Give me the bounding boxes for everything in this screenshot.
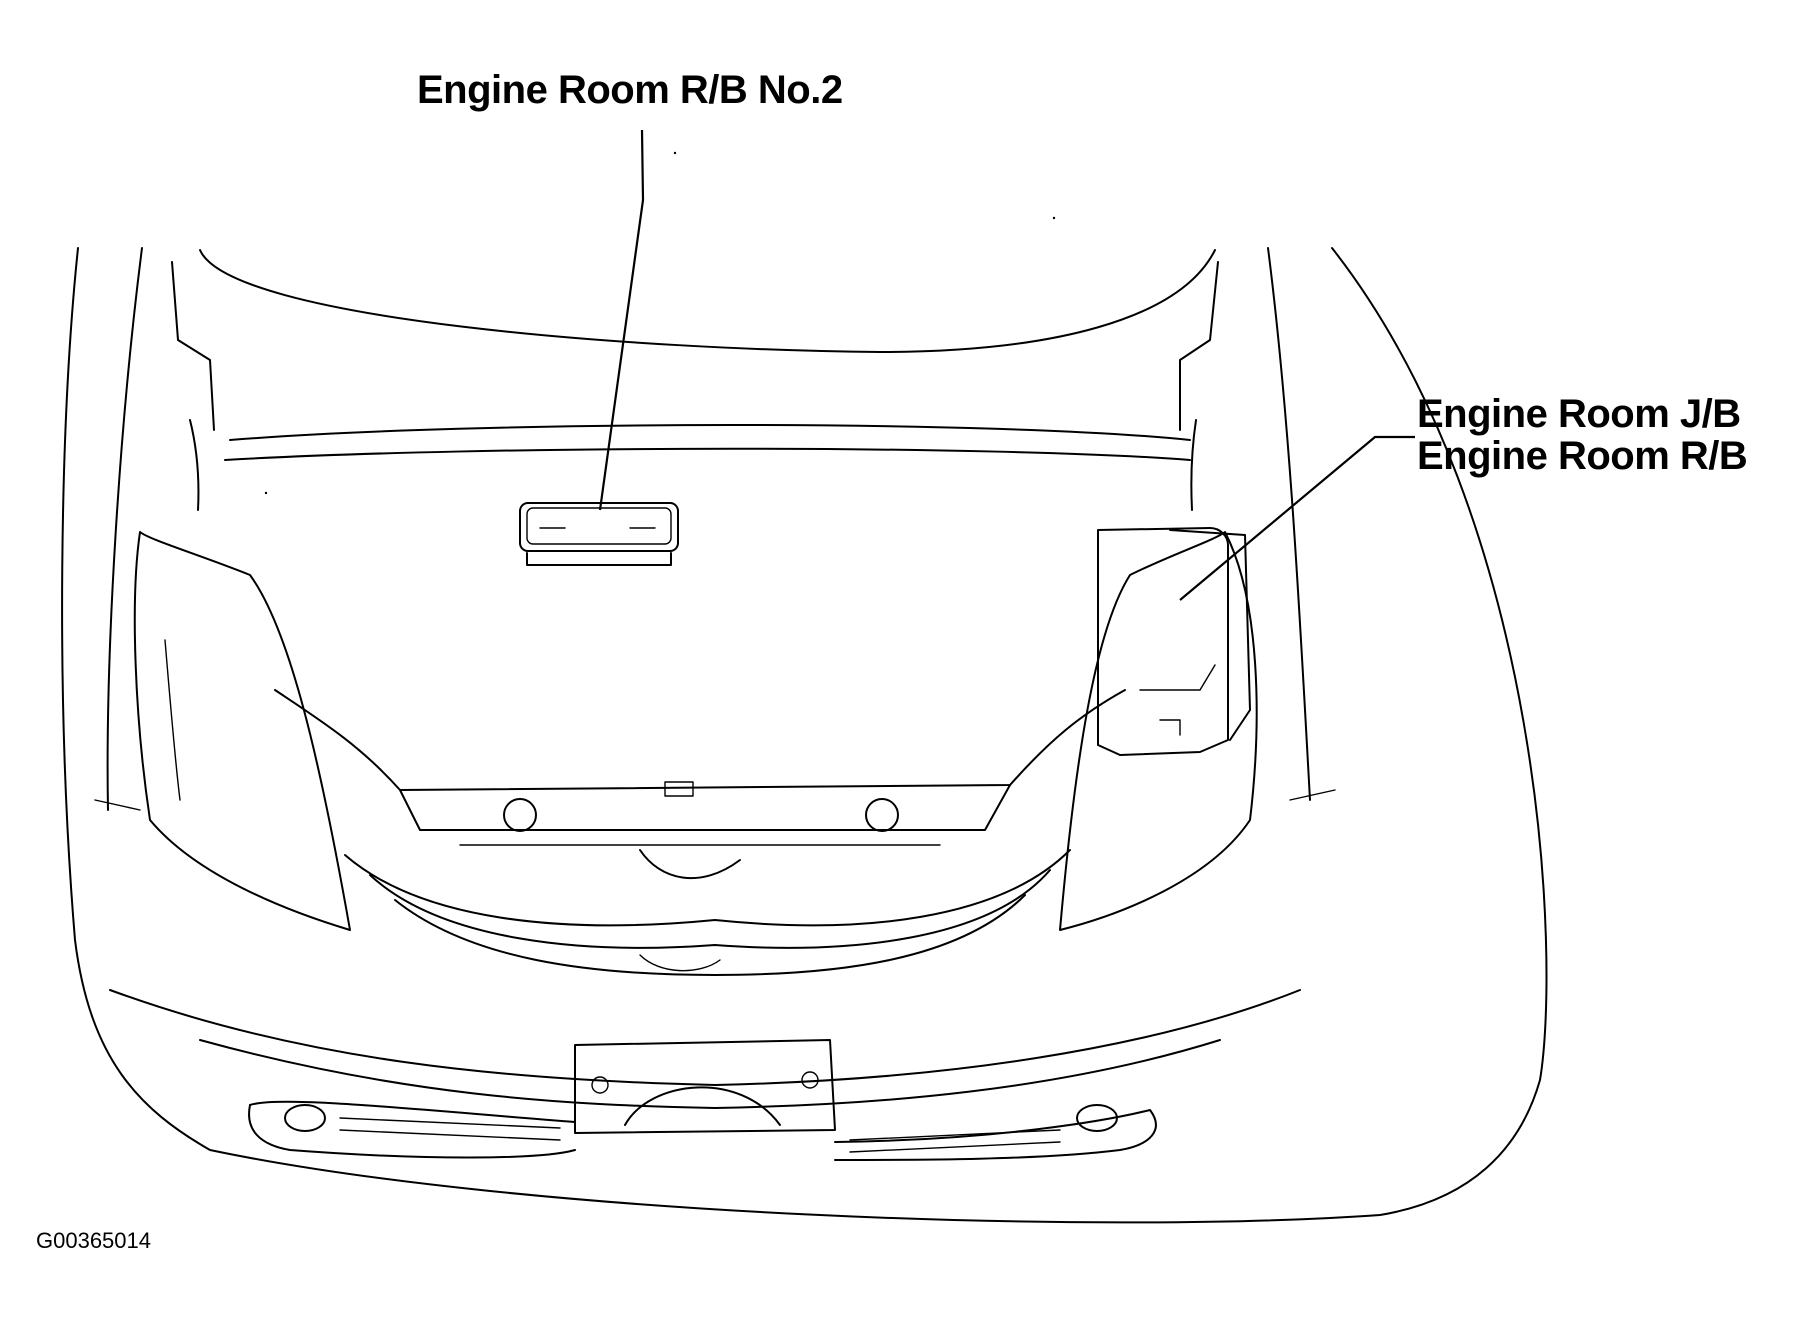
leader-line-relay-block-no2	[598, 129, 645, 511]
label-group-right: Engine Room J/B Engine Room R/B	[1417, 392, 1748, 478]
relay-block-no2-shape	[519, 502, 679, 566]
figure-code: G00365014	[36, 1228, 151, 1253]
leader-lines	[598, 129, 1415, 601]
leader-line-junction-block	[1179, 435, 1415, 601]
license-plate-holder	[574, 1039, 836, 1134]
scan-specks	[264, 151, 1056, 495]
headlamp-left	[133, 531, 351, 931]
grille	[344, 849, 1071, 976]
junction-block-shape	[1097, 527, 1251, 756]
label-relay-block-no2: Engine Room R/B No.2	[417, 68, 843, 112]
radiator-support	[274, 689, 1126, 880]
cowl-outline	[171, 249, 1219, 511]
lower-grille-and-fog-lamps	[248, 1100, 1157, 1161]
label-junction-block: Engine Room J/B	[1417, 392, 1741, 436]
label-relay-block: Engine Room R/B	[1417, 434, 1748, 478]
front-bumper	[109, 989, 1301, 1109]
headlamp-right	[1059, 531, 1258, 931]
vehicle-body-outline	[61, 247, 1548, 1224]
